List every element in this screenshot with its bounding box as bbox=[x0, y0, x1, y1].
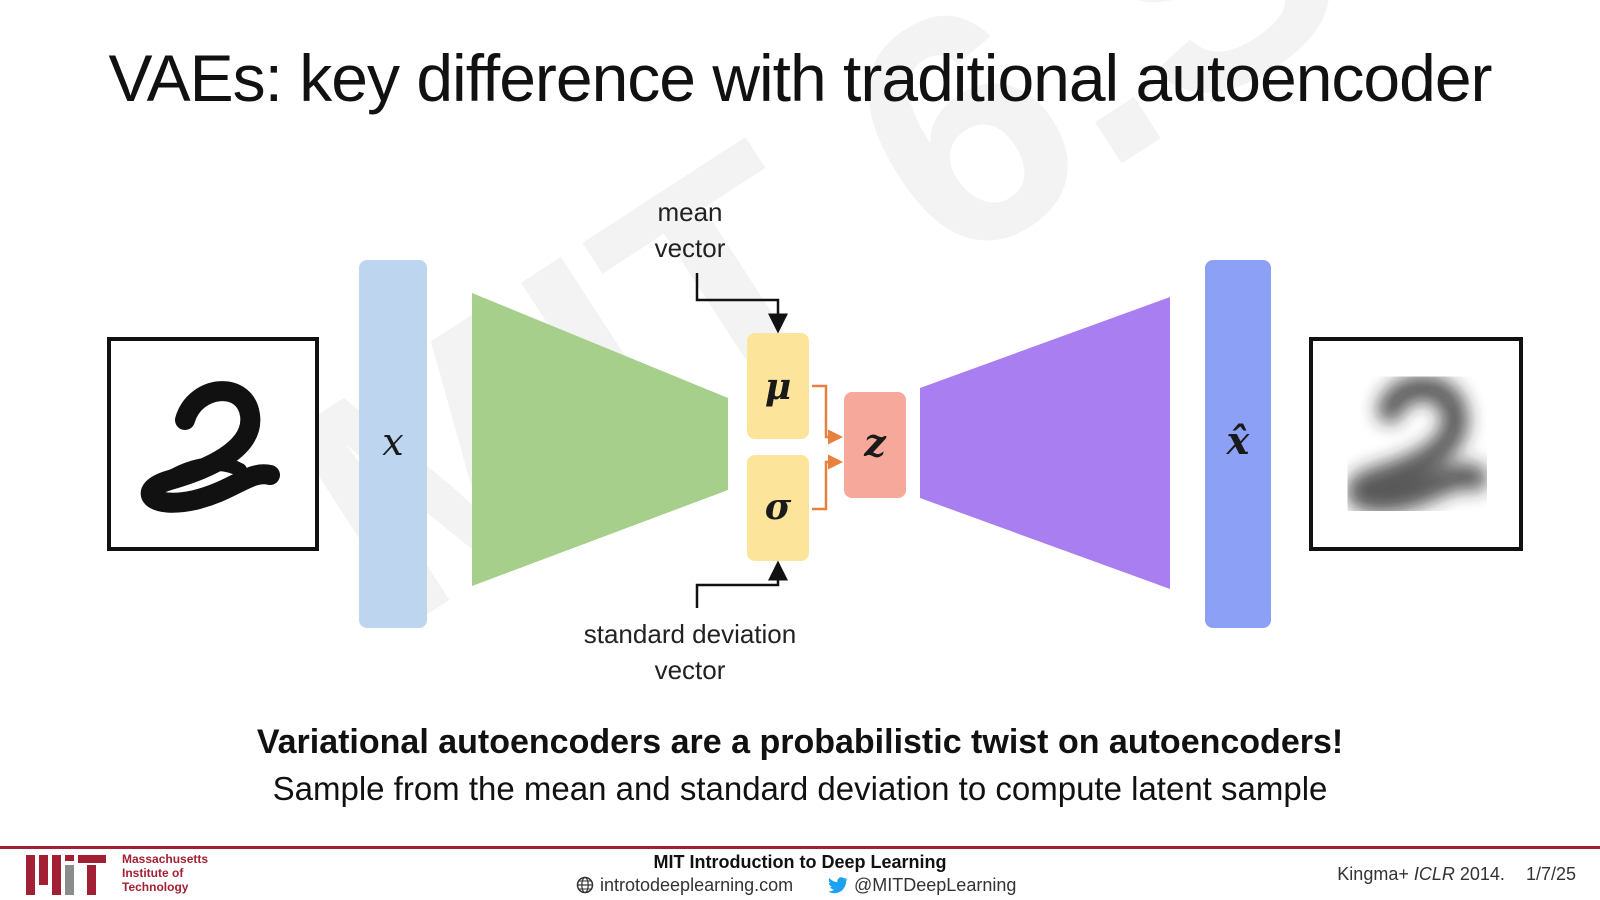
mean-label-line2: vector bbox=[654, 233, 726, 263]
mean-symbol: μ bbox=[764, 366, 792, 408]
latent-box bbox=[844, 392, 906, 498]
output-image bbox=[1309, 337, 1523, 551]
citation-venue: ICLR bbox=[1413, 864, 1455, 884]
mean-label-line1: mean bbox=[657, 197, 723, 227]
website-text: introtodeeplearning.com bbox=[600, 875, 794, 895]
citation-year: 2014. bbox=[1459, 864, 1505, 884]
institution-name: Massachusetts Institute of Technology bbox=[122, 852, 242, 894]
encoder bbox=[472, 293, 728, 586]
mean-pointer-arrow bbox=[695, 273, 788, 334]
slide-date: 1/7/25 bbox=[1525, 864, 1576, 884]
institution-line2: Institute of bbox=[122, 866, 184, 880]
std-vector-label: standard deviation vector bbox=[560, 616, 820, 688]
input-image bbox=[107, 337, 319, 551]
input-symbol: x bbox=[382, 420, 404, 464]
std-vector-box bbox=[747, 455, 809, 561]
mit-logo bbox=[26, 855, 106, 895]
mean-to-z-arrow bbox=[812, 384, 843, 445]
course-title: MIT Introduction to Deep Learning bbox=[653, 852, 947, 872]
twitter-link[interactable]: @MITDeepLearning bbox=[828, 875, 1016, 896]
website-link[interactable]: introtodeeplearning.com bbox=[576, 875, 793, 896]
output-layer bbox=[1205, 260, 1271, 628]
decoder bbox=[920, 297, 1170, 589]
footer-divider bbox=[0, 846, 1600, 849]
caption-regular: Sample from the mean and standard deviat… bbox=[272, 770, 1328, 807]
output-symbol: x̂ bbox=[1226, 418, 1250, 463]
institution-line1: Massachusetts bbox=[122, 852, 209, 866]
mean-vector-box bbox=[747, 333, 809, 439]
std-symbol: σ bbox=[764, 486, 792, 528]
twitter-bird-icon bbox=[828, 877, 848, 894]
caption-bold: Variational autoencoders are a probabili… bbox=[256, 723, 1344, 761]
std-label-line2: vector bbox=[654, 655, 726, 685]
globe-icon bbox=[576, 876, 594, 894]
input-layer bbox=[359, 260, 427, 628]
latent-symbol: z bbox=[864, 420, 886, 465]
std-label-line1: standard deviation bbox=[583, 619, 797, 649]
citation: Kingma+ ICLR 2014. 1/7/25 bbox=[1337, 864, 1576, 885]
institution-line3: Technology bbox=[122, 880, 189, 894]
mean-vector-label: mean vector bbox=[590, 194, 790, 266]
std-pointer-arrow bbox=[695, 560, 788, 608]
citation-authors: Kingma+ bbox=[1337, 864, 1409, 884]
twitter-handle: @MITDeepLearning bbox=[854, 875, 1017, 895]
std-to-z-arrow bbox=[812, 454, 843, 511]
slide-title: VAEs: key difference with traditional au… bbox=[108, 41, 1492, 115]
